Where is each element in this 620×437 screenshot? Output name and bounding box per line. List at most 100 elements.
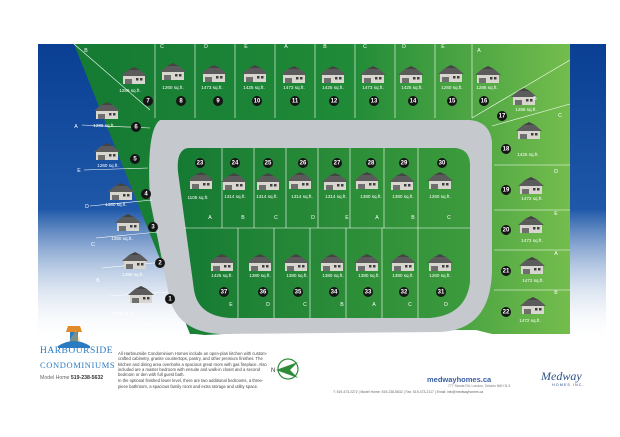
lot-sqft: 1179 sq.ft. [112,311,133,316]
lot-sqft: 1472 sq.ft. [519,318,540,323]
lot-11[interactable]: 1473 sq.ft.11A [281,44,307,106]
lot-number: 28 [368,160,375,166]
compass-icon: N [271,358,299,380]
lot-model-letter: C [558,113,562,119]
lot-13[interactable]: 1473 sq.ft.13C [360,44,386,106]
lot-number: 29 [401,160,408,166]
lot-12[interactable]: 1425 sq.ft.12B [320,44,346,106]
lot-number-badge [436,287,446,297]
lot-number: 8 [179,98,183,104]
contact-line: T: 519-473-2272 | Model Home: 519-238-56… [333,390,484,394]
lot-9[interactable]: 1473 sq.ft.9D [201,44,227,106]
lot-14[interactable]: 1425 sq.ft.14D [398,44,424,106]
lot-27[interactable]: 1314 sq.ft.27E [322,158,349,221]
lot-number-badge [131,122,141,132]
lot-sqft: 1286 sq.ft. [476,85,497,90]
lot-1[interactable]: 1179 sq.ft.1A [112,286,175,328]
lot-number: 23 [197,160,204,166]
lot-18[interactable]: 1425 sq.ft.18C [501,113,562,157]
lot-sqft: 1380 sq.ft. [358,273,379,278]
lot-sqft: 1425 sq.ft. [401,85,422,90]
lot-22[interactable]: 1472 sq.ft.22B [501,290,558,323]
lot-26[interactable]: 1314 sq.ft. 26D [287,158,315,221]
lot-number-badge [293,287,303,297]
lot-model-letter: D [311,215,315,221]
lot-number: 3 [151,224,155,230]
lot-sqft: 1314 sq.ft. [291,194,312,199]
lot-number: 5 [133,156,137,162]
lot-19[interactable]: 1472 sq.ft.19D [501,169,558,201]
lot-34[interactable]: 1380 sq.ft.34B [319,254,345,308]
lot-number-badge [213,96,223,106]
lot-number: 33 [365,289,372,295]
lot-sqft: 1380 sq.ft. [392,273,413,278]
lot-37[interactable]: 1425 sq.ft.37E [209,254,235,308]
lot-4[interactable]: 1380 sq.ft.4D [85,183,151,210]
lot-6[interactable]: 1286 sq.ft.6A [74,102,141,132]
lot-model-letter: A [208,215,212,221]
lot-sqft: 1260 sq.ft. [162,85,183,90]
website-link[interactable]: medwayhomes.ca [427,375,492,384]
lot-5[interactable]: 1260 sq.ft.5E [77,143,140,174]
lot-model-letter: B [241,215,245,221]
lot-2[interactable]: 1380 sq.ft.2B [96,252,165,284]
lot-7[interactable]: 1286 sq.ft.7B [84,48,153,106]
lot-36[interactable]: 1380 sq.ft.36D [247,254,273,308]
lot-30[interactable]: 1260 sq.ft.30C [427,158,453,221]
inner-court [177,148,470,318]
lot-number-badge [219,287,229,297]
lot-number: 19 [503,187,510,193]
brand-subtitle: CONDOMINIUMS [40,360,116,370]
lot-model-letter: B [533,96,537,102]
lot-sqft: 1380 sq.ft. [392,194,413,199]
lot-model-letter: C [303,302,307,308]
lot-number-badge [501,144,511,154]
lot-model-letter: A [554,251,558,257]
lot-number: 26 [300,160,307,166]
lot-number-badge [501,185,511,195]
lot-model-letter: C [408,302,412,308]
lot-sqft: 1425 sq.ft. [517,152,538,157]
lot-25[interactable]: 1314 sq.ft.25C [255,158,281,221]
lot-8[interactable]: 1260 sq.ft.8C [160,44,186,106]
lot-31[interactable]: 1260 sq.ft.31D [427,254,453,308]
lot-number-badge [298,158,308,168]
lot-23[interactable]: 1105 sq.ft.23A [187,158,214,221]
lot-33[interactable]: 1380 sq.ft.33A [354,254,380,308]
lot-24[interactable]: 1314 sq.ft.24B [221,158,247,221]
lot-number: 11 [292,98,299,104]
lot-17[interactable]: 1286 sq.ft.17B [497,88,537,121]
lot-29[interactable]: 1380 sq.ft.29B [389,158,415,221]
lot-number: 9 [216,98,220,104]
lot-model-letter: C [447,215,451,221]
lot-sqft: 1472 sq.ft. [521,196,542,201]
lot-model-letter: E [244,44,248,50]
lot-model-letter: B [96,278,100,284]
lot-number-badge [479,96,489,106]
lot-10[interactable]: 1425 sq.ft.10E [242,44,268,106]
lot-number: 21 [503,268,510,274]
lot-model-letter: A [284,44,288,50]
lot-15[interactable]: 1260 sq.ft.15E [438,44,464,106]
lot-number-badge [252,96,262,106]
lot-model-letter: E [229,302,233,308]
lot-32[interactable]: 1380 sq.ft.32C [390,254,416,308]
lot-number-badge [176,96,186,106]
lot-sqft: 1286 sq.ft. [515,107,536,112]
lot-number-badge [332,158,342,168]
lot-model-letter: B [323,44,327,50]
lot-20[interactable]: 1472 sq.ft.20E [501,211,558,243]
lot-28[interactable]: 1380 sq.ft.28A [354,158,382,221]
lot-sqft: 1425 sq.ft. [243,85,264,90]
lot-21[interactable]: 1472 sq.ft.21A [501,251,558,283]
lot-model-letter: B [554,290,558,296]
lot-16[interactable]: 1286 sq.ft.16A [475,48,501,106]
lot-35[interactable]: 1380 sq.ft.35C [283,254,309,308]
lot-model-letter: E [554,211,558,217]
lot-number: 4 [144,191,148,197]
lot-3[interactable]: 1380 sq.ft.3C [91,214,158,248]
lot-number-badge [329,287,339,297]
lot-number-badge [329,96,339,106]
